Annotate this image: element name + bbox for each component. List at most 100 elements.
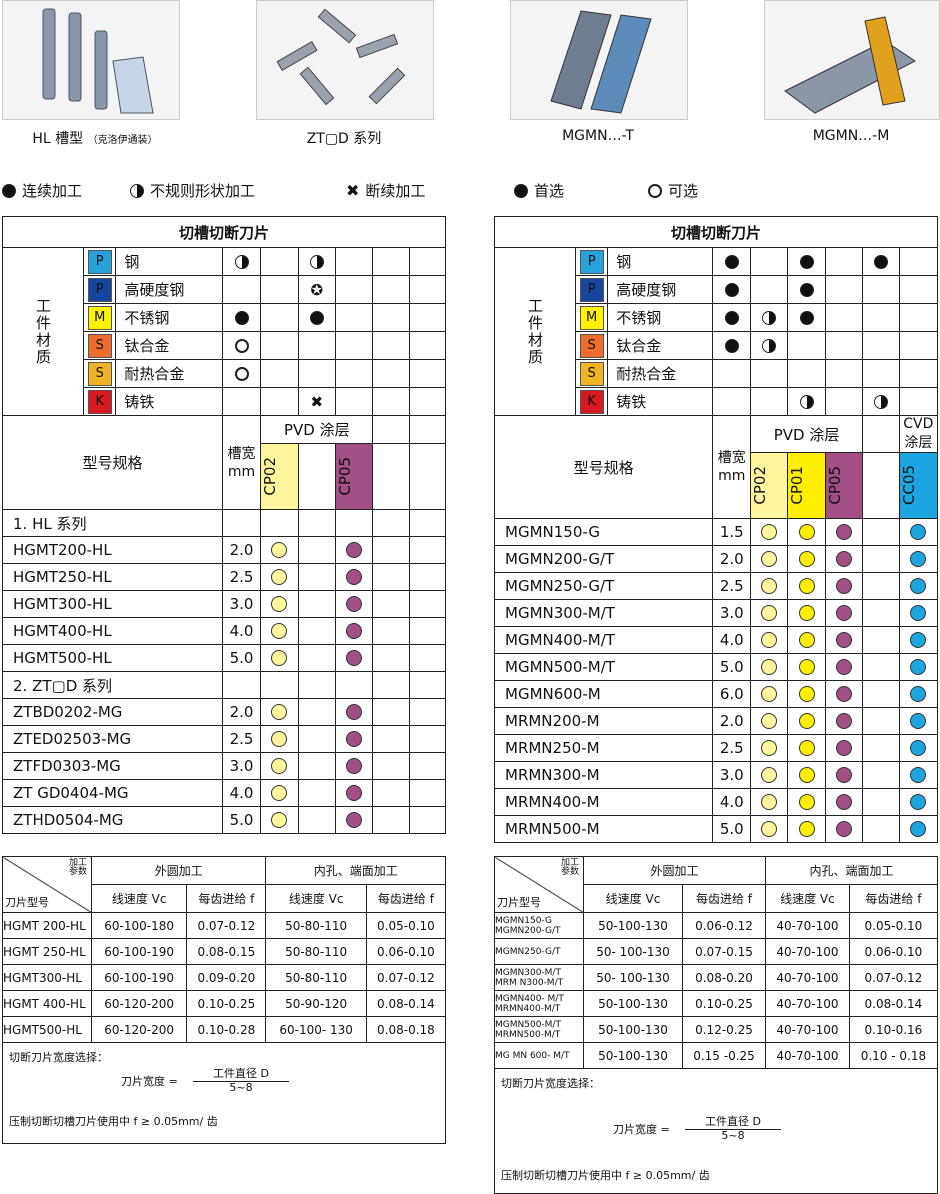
table-row-width: 5.0	[221, 806, 262, 834]
table-row-width: 4.0	[712, 788, 752, 816]
cut-row-value: 0.12-0.25	[681, 1016, 767, 1043]
material-name: 钢	[607, 247, 714, 276]
material-header: 工件材质	[2, 247, 84, 416]
vc-header: 线速度 Vc	[265, 884, 367, 913]
cut-row-value: 0.07-0.15	[681, 938, 767, 965]
model-header: 型号规格	[493, 415, 714, 519]
cross-circle-icon: ✪	[310, 280, 324, 299]
grade-dot-cp02	[271, 569, 288, 585]
grade-dot-cc05	[910, 713, 927, 729]
table-row-model: MRMN400-M	[493, 788, 714, 816]
cut-row-value: 40-70-100	[765, 912, 850, 939]
product-photo-mgmn-t	[510, 0, 688, 120]
full-dot-icon	[724, 338, 739, 353]
grade-dot-cp02	[271, 623, 288, 639]
grade-dot-cp01	[798, 659, 815, 675]
grade-dot-cp05	[835, 659, 852, 675]
grade-dot-cp05	[346, 650, 363, 666]
open-dot-icon	[234, 366, 249, 381]
grade-dot-cp05	[346, 812, 363, 828]
cut-row-value: 50-100-130	[583, 912, 683, 939]
cut-row-value: 50- 100-130	[583, 938, 683, 965]
cut-row-value: 50-80-110	[265, 964, 367, 991]
cut-row-value: 60-100-190	[90, 938, 188, 965]
table-row-model: HGMT250-HL	[2, 563, 223, 591]
formula-numerator: 工件直径 D	[685, 1113, 781, 1130]
grade-cp02: CP02	[751, 466, 770, 505]
cut-row-value: 0.05-0.10	[848, 912, 939, 939]
formula-numerator: 工件直径 D	[193, 1065, 289, 1082]
table-row-model: MRMN500-M	[493, 815, 714, 843]
cut-row-value: 50-100-130	[583, 1042, 683, 1069]
full-dot-icon	[2, 183, 16, 198]
grade-dot-cp02	[271, 650, 288, 666]
table-row-width: 5.0	[712, 653, 752, 681]
formula-denominator: 5~8	[229, 1081, 253, 1094]
table-row-model: MRMN300-M	[493, 761, 714, 789]
grade-dot-cp02	[271, 785, 288, 801]
legend-optional: 可选	[648, 180, 698, 201]
grade-cp01: CP01	[788, 466, 807, 505]
material-code: P	[87, 249, 112, 274]
full-dot-icon	[873, 254, 888, 269]
material-code: S	[579, 361, 604, 386]
table-row-model: HGMT500-HL	[2, 644, 223, 672]
table-row-width	[221, 671, 262, 699]
formula-label: 刀片宽度 =	[613, 1123, 670, 1136]
full-dot-icon	[724, 254, 739, 269]
cut-row-value: 0.10 - 0.18	[848, 1042, 939, 1069]
full-dot-icon	[799, 310, 814, 325]
grade-dot-cc05	[910, 551, 927, 567]
table-row-width: 3.0	[712, 599, 752, 627]
grade-dot-cp02	[761, 578, 778, 594]
grade-dot-cp02	[271, 704, 288, 720]
material-name: 高硬度钢	[115, 275, 223, 304]
cut-row-model: HGMT300-HL	[2, 964, 92, 991]
material-code: S	[87, 361, 112, 386]
cut-row-value: 60-120-200	[90, 1016, 188, 1043]
legend-preferred: 首选	[514, 180, 564, 201]
grade-dot-cc05	[910, 794, 927, 810]
product-caption-mgmn-t: MGMN…-T	[562, 128, 634, 144]
f-header: 每齿进给 f	[848, 884, 939, 913]
full-dot-icon	[514, 183, 528, 198]
cut-row-model: HGMT 250-HL	[2, 938, 92, 965]
cut-row-value: 50- 100-130	[583, 964, 683, 991]
grade-dot-cc05	[910, 686, 927, 702]
grade-dot-cp02	[271, 596, 288, 612]
outer-header: 外圆加工	[90, 856, 267, 885]
full-dot-icon	[799, 282, 814, 297]
table-row-model: MGMN300-M/T	[493, 599, 714, 627]
grade-dot-cp05	[835, 605, 852, 621]
material-name: 钛合金	[607, 331, 714, 360]
table-row-width: 2.0	[712, 707, 752, 735]
material-name: 铸铁	[115, 387, 223, 416]
cut-row-value: 60-100- 130	[265, 1016, 367, 1043]
half-dot-icon	[234, 254, 249, 269]
grade-dot-cp01	[798, 821, 815, 837]
grade-dot-cp05	[346, 704, 363, 720]
cut-row-value: 40-70-100	[765, 990, 850, 1017]
f-header: 每齿进给 f	[681, 884, 767, 913]
table-row-model: MRMN200-M	[493, 707, 714, 735]
product-caption-ztd: ZT▢D 系列	[306, 131, 382, 147]
grade-dot-cc05	[910, 578, 927, 594]
table-row-model: ZTED02503-MG	[2, 725, 223, 753]
half-dot-icon	[762, 338, 777, 353]
grade-dot-cp05	[346, 731, 363, 747]
table-row-width: 4.0	[221, 779, 262, 807]
note-width-select: 切断刀片宽度选择：	[9, 1051, 108, 1064]
cut-row-value: 0.10-0.28	[186, 1016, 267, 1043]
grade-dot-cp02	[761, 659, 778, 675]
grade-dot-cp01	[798, 551, 815, 567]
grade-dot-cp05	[835, 686, 852, 702]
product-caption-mgmn-m: MGMN…-M	[812, 128, 890, 144]
table-row-model: MGMN200-G/T	[493, 545, 714, 573]
full-dot-icon	[724, 282, 739, 297]
grade-dot-cp02	[761, 551, 778, 567]
cut-row-value: 50-80-110	[265, 912, 367, 939]
